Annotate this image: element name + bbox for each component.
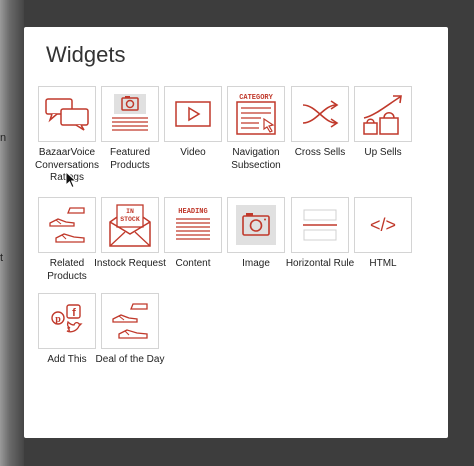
widget-tile[interactable] [354,86,412,142]
widget-related-products[interactable]: Related Products [38,197,96,283]
widget-tile[interactable] [38,86,96,142]
widget-tile[interactable]: p f [38,293,96,349]
widget-tile[interactable]: CATEGORY [227,86,285,142]
svg-text:</>: </> [370,215,396,235]
widget-html[interactable]: </> HTML [354,197,412,271]
background-page-edge: n t [0,0,24,466]
widget-tile[interactable] [227,197,285,253]
svg-text:IN: IN [126,208,134,215]
code-brackets-icon: </> [370,215,396,235]
widget-add-this[interactable]: p f Add This [38,293,96,367]
widget-label: Related Products [47,258,87,282]
widget-label: Navigation Subsection [231,147,281,171]
category-nav-icon: CATEGORY [236,94,276,135]
widget-instock-request[interactable]: IN STOCK Instock Request [94,197,166,271]
widget-featured-products[interactable]: Featured Products [101,86,159,172]
widget-video[interactable]: Video [164,86,222,160]
widget-label: Instock Request [94,258,166,269]
widget-deal-of-the-day[interactable]: Deal of the Day [96,293,164,367]
heading-text-icon: HEADING [176,208,210,240]
widget-tile[interactable]: HEADING [164,197,222,253]
widget-tile[interactable]: IN STOCK [101,197,159,253]
widget-cross-sells[interactable]: Cross Sells [291,86,349,160]
widget-label: Up Sells [364,147,402,158]
video-play-icon [175,101,211,127]
svg-text:HEADING: HEADING [178,208,207,216]
svg-text:STOCK: STOCK [120,216,140,223]
background-text-fragment: t [0,252,4,264]
widget-label: Add This [47,354,87,365]
shoes-icon [49,207,85,243]
widget-label: Video [180,147,206,158]
widget-label: Horizontal Rule [285,258,355,269]
cross-arrows-icon [302,100,339,128]
widget-tile[interactable] [38,197,96,253]
svg-text:CATEGORY: CATEGORY [239,94,273,102]
widget-tile[interactable] [291,86,349,142]
envelope-instock-icon: IN STOCK [109,204,151,247]
horizontal-rule-icon [303,209,337,241]
svg-text:p: p [55,314,61,325]
widget-up-sells[interactable]: Up Sells [354,86,412,160]
widget-navigation-subsection[interactable]: CATEGORY Navigation Subsection [227,86,285,172]
widget-tile[interactable] [164,86,222,142]
widget-content[interactable]: HEADING Content [164,197,222,271]
camera-image-icon [236,205,276,245]
widget-tile[interactable] [291,197,349,253]
chat-bubbles-icon [45,98,89,131]
widget-label: Featured Products [109,147,151,171]
social-share-icon: p f [51,304,83,333]
widget-label: Content [175,258,211,269]
mouse-cursor-icon [65,171,78,189]
widget-image[interactable]: Image [227,197,285,271]
widget-label: HTML [369,258,397,269]
shoes-deal-icon [112,303,148,339]
background-text-fragment: n [0,132,7,144]
dialog-title: Widgets [46,42,126,67]
widget-tile[interactable] [101,86,159,142]
widget-label: Image [242,258,270,269]
widget-horizontal-rule[interactable]: Horizontal Rule [286,197,354,271]
widget-tile[interactable]: </> [354,197,412,253]
widgets-dialog: Widgets BazaarVoice Conversations Rating… [24,27,448,438]
widget-bazaarvoice[interactable]: BazaarVoice Conversations Ratings [35,86,99,185]
featured-camera-icon [112,94,148,131]
widget-tile[interactable] [101,293,159,349]
shopping-bags-trend-icon [363,95,402,135]
widget-label: Cross Sells [294,147,346,158]
widget-label: Deal of the Day [95,354,165,365]
svg-text:f: f [72,307,76,319]
